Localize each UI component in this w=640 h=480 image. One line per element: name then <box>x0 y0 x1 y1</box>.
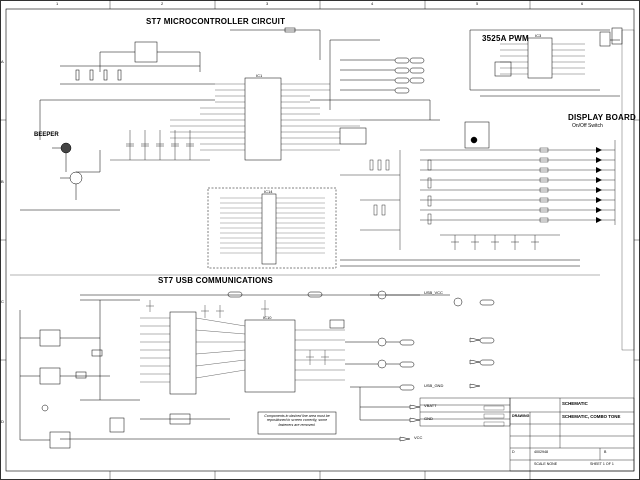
mcu-section <box>20 27 440 269</box>
usb-connectors <box>227 290 495 391</box>
usb-caps <box>146 300 329 365</box>
left-resistors <box>39 65 215 140</box>
usb-crystal <box>329 319 345 329</box>
beeper-transistor <box>69 171 83 185</box>
dashed-area-note: Components in dashed line area must be r… <box>264 414 330 427</box>
column-marker: 1 <box>56 1 59 6</box>
vbatt-label: VBATT <box>424 403 437 408</box>
usb-communications-heading: ST7 USB COMMUNICATIONS <box>158 276 273 285</box>
display-caps <box>451 235 539 250</box>
usb-right-terminals <box>60 337 481 442</box>
led-rows <box>420 140 616 225</box>
title-block-size: D <box>512 450 515 454</box>
display-switch-block <box>464 121 490 149</box>
row-marker: D <box>1 419 4 424</box>
title-block-dwg-no: 4002948 <box>534 450 548 454</box>
usb-gnd-label: USB_GND <box>424 383 444 388</box>
ic10-label: IC10 <box>263 315 272 320</box>
pwm-diode <box>611 27 623 45</box>
mcu-connectors <box>310 57 440 145</box>
row-marker: B <box>1 179 4 184</box>
usb-opto-left <box>19 300 140 449</box>
ic1-mcu <box>244 77 282 161</box>
title-block <box>419 29 635 472</box>
display-board-heading: DISPLAY BOARD <box>568 113 636 122</box>
beeper-label: BEEPER <box>34 132 59 138</box>
display-resistor-ladder <box>399 150 560 250</box>
frame-border <box>5 8 635 472</box>
ic1-label: IC1 <box>256 73 263 78</box>
capacitor-bank <box>110 130 210 161</box>
pwm-opamp <box>494 61 512 77</box>
title-block-title: SCHEMATIC <box>562 401 588 406</box>
display-section <box>340 121 616 267</box>
ic4-regulator <box>134 41 158 63</box>
column-marker: 3 <box>266 1 269 6</box>
column-marker: 2 <box>161 1 164 6</box>
row-marker: A <box>1 59 4 64</box>
usb-pads <box>483 405 505 427</box>
beeper-symbol <box>60 142 72 154</box>
usb-section <box>19 290 505 449</box>
display-leds <box>596 147 602 223</box>
mcu-circuit-heading: ST7 MICROCONTROLLER CIRCUIT <box>146 17 286 26</box>
ic3-pwm <box>527 37 553 79</box>
display-resistors <box>539 147 549 223</box>
column-marker: 6 <box>581 1 584 6</box>
title-block-subtitle: SCHEMATIC, COMBO TONE <box>562 414 621 419</box>
ic1-pins <box>170 83 360 151</box>
ic-opamp <box>339 127 367 145</box>
title-block-drawn: DRAWING <box>512 414 530 418</box>
on-off-switch-label: On/Off Switch <box>572 123 603 129</box>
title-block-scale: SCALE NONE <box>534 462 558 466</box>
column-marker: 4 <box>371 1 374 6</box>
ic10-left <box>169 311 197 395</box>
ic3-label: IC3 <box>535 33 542 38</box>
row-marker: C <box>1 299 4 304</box>
note-box <box>257 411 337 435</box>
revision-strip <box>621 29 635 351</box>
gnd-label: GND <box>424 416 433 421</box>
title-block-sheet: SHEET 1 OF 1 <box>590 462 614 466</box>
ic10-usb-controller <box>244 319 296 393</box>
pwm-heading: 3525A PWM <box>482 34 529 43</box>
title-block-rev: B <box>604 450 607 454</box>
vcc-label: VCC <box>414 435 423 440</box>
pwm-connector <box>599 31 611 47</box>
usb-vcc-label: USB_VCC <box>424 290 443 295</box>
column-marker: 5 <box>476 1 479 6</box>
ic14-label: IC14 <box>264 189 273 194</box>
ic14-dashed-area <box>207 187 337 269</box>
pwm-section <box>469 27 623 97</box>
ic14 <box>261 193 277 265</box>
center-resistors <box>340 159 400 231</box>
